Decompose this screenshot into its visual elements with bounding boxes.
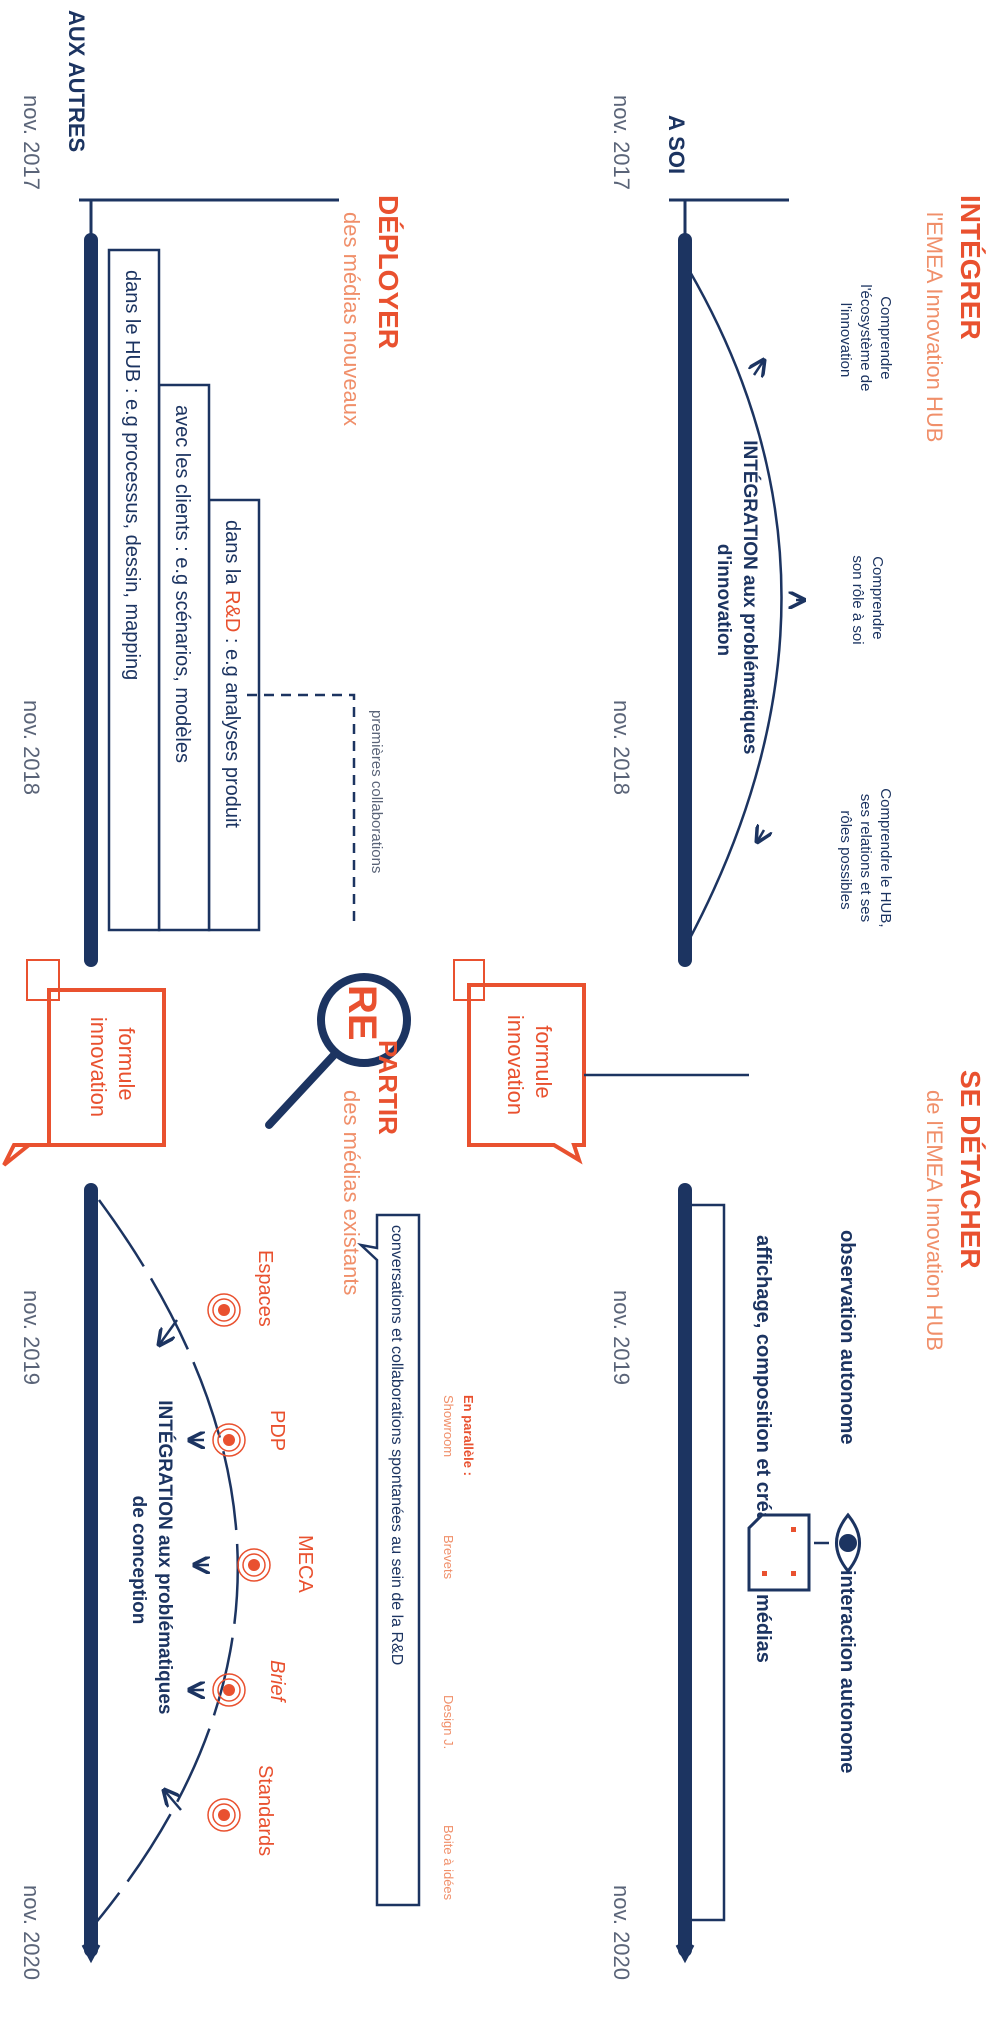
target-espaces-label: Espaces <box>254 1250 276 1327</box>
bottom-integration-arc <box>93 1199 239 1926</box>
top-interaction: interaction autonome <box>836 1570 858 1773</box>
bottom-timeline: AUX AUTRES DÉPLOYER des médias nouveaux … <box>2 10 476 1964</box>
date-top-2018: nov. 2018 <box>609 700 634 795</box>
target-standards-icon <box>207 1798 241 1832</box>
date-top-2020: nov. 2020 <box>609 1885 634 1980</box>
date-top-2019: nov. 2019 <box>609 1290 634 1385</box>
repartir-rest: PARTIR <box>373 1040 403 1135</box>
top-step-1: Comprendre l'écosystème de l'innovation <box>837 284 894 395</box>
bottom-integration-label: INTÉGRATION aux problématiques de concep… <box>128 1400 176 1720</box>
target-standards-label: Standards <box>254 1765 276 1856</box>
date-bottom-2017: nov. 2017 <box>19 95 44 190</box>
parallel-item-showroom: Showroom <box>441 1395 456 1457</box>
top-phase2-title: SE DÉTACHER <box>955 1070 986 1269</box>
date-labels-bottom: nov. 2017 nov. 2018 nov. 2019 nov. 2020 <box>19 95 44 1980</box>
bottom-phase2-subtitle: des médias existants <box>339 1090 364 1295</box>
target-pdp-label: PDP <box>266 1410 288 1451</box>
top-timeline: A SOI INTÉGRER l'EMEA Innovation HUB Com… <box>453 115 986 1964</box>
box-hub-text: dans le HUB : e.g processus, dessin, map… <box>121 270 143 680</box>
top-formula-text: formule innovation <box>503 1015 556 1115</box>
top-timeline-label: A SOI <box>664 115 689 174</box>
top-creation: affichage, composition et création de mé… <box>752 1235 774 1663</box>
top-step-3: Comprendre le HUB, ses relations et ses … <box>837 788 894 931</box>
parallel-item-design: Design J. <box>441 1695 456 1749</box>
top-formula-bubble: formule innovation <box>453 959 586 1165</box>
spontaneous-text: conversations et collaborations spontané… <box>388 1225 405 1665</box>
eye-icon <box>835 1512 861 1574</box>
date-bottom-2018: nov. 2018 <box>19 700 44 795</box>
target-pdp-icon <box>212 1423 246 1457</box>
document-icon <box>747 1513 811 1592</box>
first-collab-line <box>247 693 356 925</box>
target-brief-icon <box>212 1673 246 1707</box>
bottom-phase1-title: DÉPLOYER <box>373 195 404 349</box>
top-integration-arc <box>687 269 783 941</box>
box-rd-text: dans la R&D : e.g analyses produit <box>221 520 243 828</box>
magnifier-icon <box>265 973 411 1129</box>
target-brief-label: Brief <box>266 1660 288 1704</box>
top-observation: observation autonome <box>836 1230 858 1444</box>
box-clients-text: avec les clients : e.g scénarios, modèle… <box>171 405 193 763</box>
target-espaces-icon <box>207 1293 241 1327</box>
box-hub <box>107 248 161 932</box>
top-phase1-subtitle: l'EMEA Innovation HUB <box>922 212 947 442</box>
bottom-formula-bubble: formule innovation <box>2 959 166 1167</box>
date-bottom-2019: nov. 2019 <box>19 1290 44 1385</box>
bottom-phase1-subtitle: des médias nouveaux <box>339 212 364 426</box>
date-bottom-2020: nov. 2020 <box>19 1885 44 1980</box>
top-phase1-title: INTÉGRER <box>955 195 986 340</box>
bottom-formula-text: formule innovation <box>86 1017 139 1117</box>
top-step-2: Comprendre son rôle à soi <box>849 555 886 644</box>
bottom-timeline-label: AUX AUTRES <box>64 10 89 152</box>
top-integration-label: INTÉGRATION aux problématiques d'innovat… <box>713 440 761 760</box>
target-meca-label: MECA <box>294 1535 316 1593</box>
date-top-2017: nov. 2017 <box>609 95 634 190</box>
parallel-item-boite: Boite à idées <box>441 1825 456 1901</box>
first-collab-label: premières collaborations <box>368 710 385 873</box>
repartir-re: RE <box>340 985 384 1041</box>
spontaneous-callout: conversations et collaborations spontané… <box>357 1213 421 1907</box>
rotated-diagram-layer: A SOI INTÉGRER l'EMEA Innovation HUB Com… <box>2 10 986 1980</box>
parallel-item-brevets: Brevets <box>441 1535 456 1580</box>
parallel-title: En parallèle : <box>461 1395 476 1476</box>
top-phase2-subtitle: de l'EMEA Innovation HUB <box>922 1090 947 1351</box>
target-meca-icon <box>237 1548 271 1582</box>
date-labels-top: nov. 2017 nov. 2018 nov. 2019 nov. 2020 <box>609 95 634 1980</box>
